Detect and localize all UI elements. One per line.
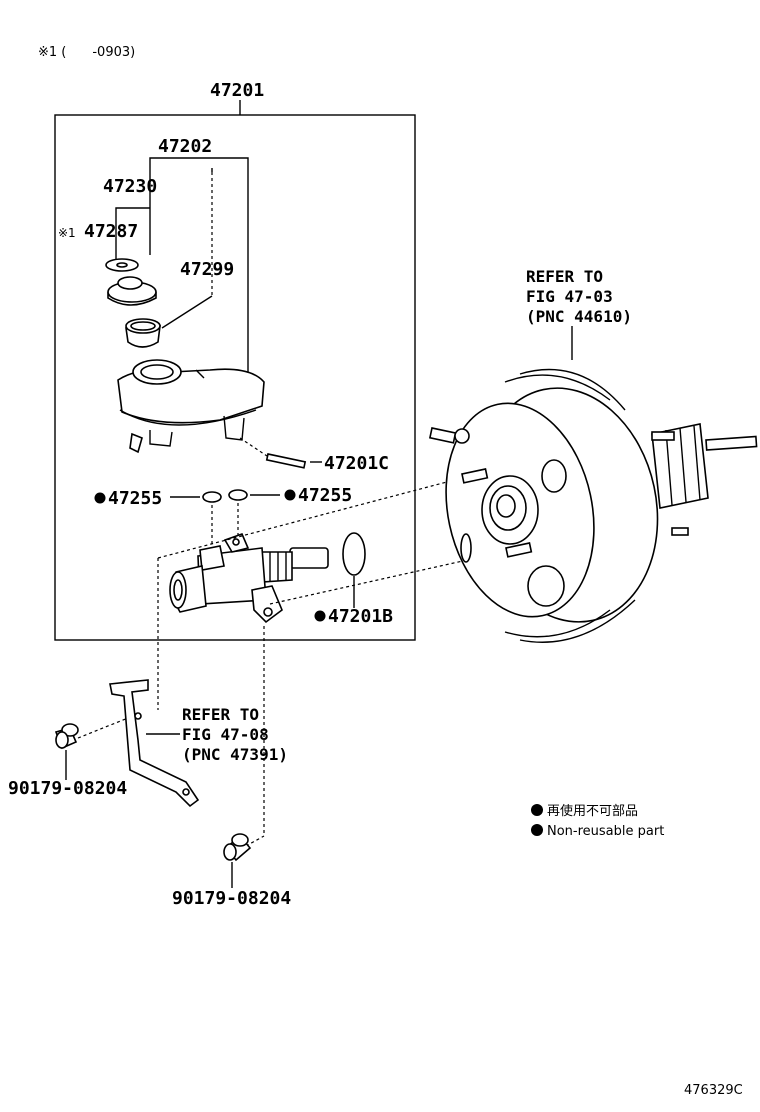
part-47202-label[interactable]: 47202	[158, 136, 212, 157]
legend-dot-jp	[531, 804, 543, 816]
part-47255-left-label[interactable]: 47255	[108, 488, 162, 509]
part-47230-label[interactable]: 47230	[103, 176, 157, 197]
part-47287-label[interactable]: 47287	[84, 221, 138, 242]
non-reusable-marker	[314, 610, 326, 622]
non-reusable-marker	[284, 489, 296, 501]
brake-booster-part[interactable]	[427, 368, 758, 643]
part-90179-bottom-label[interactable]: 90179-08204	[172, 888, 291, 909]
pin-part[interactable]	[265, 453, 307, 469]
bracket-ref-line1[interactable]: REFER TO	[182, 705, 259, 724]
oring-part[interactable]	[342, 532, 366, 576]
booster-ref-line1[interactable]: REFER TO	[526, 267, 603, 286]
reservoir-cap-part[interactable]	[107, 276, 157, 306]
master-cylinder-part[interactable]	[169, 532, 329, 624]
bracket-part[interactable]	[109, 679, 200, 808]
cap-plate-mark: ※1	[58, 226, 76, 240]
part-47255-right-label[interactable]: 47255	[298, 485, 352, 506]
legend-jp: 再使用不可部品	[547, 803, 638, 819]
booster-ref-line3[interactable]: (PNC 44610)	[526, 307, 632, 326]
grommet-left-part[interactable]	[202, 491, 222, 503]
header-note: ※1 ( -0903)	[38, 45, 135, 60]
bracket-ref-line2[interactable]: FIG 47-08	[182, 725, 269, 744]
non-reusable-marker	[94, 492, 106, 504]
part-90179-left-label[interactable]: 90179-08204	[8, 778, 127, 799]
legend-en: Non-reusable part	[547, 824, 664, 839]
grommet-right-part[interactable]	[228, 489, 248, 501]
part-47299-label[interactable]: 47299	[180, 259, 234, 280]
part-47201B-label[interactable]: 47201B	[328, 606, 393, 627]
part-47201-label[interactable]: 47201	[210, 80, 264, 101]
nut-bottom-part[interactable]	[223, 833, 252, 862]
nut-left-part[interactable]	[54, 723, 79, 750]
strainer-part[interactable]	[125, 318, 161, 348]
legend-dot-en	[531, 824, 543, 836]
part-47201C-label[interactable]: 47201C	[324, 453, 389, 474]
figure-id: 476329C	[684, 1083, 743, 1098]
reservoir-tank-part[interactable]	[117, 359, 265, 454]
cap-plate-part[interactable]	[105, 258, 139, 272]
booster-ref-line2[interactable]: FIG 47-03	[526, 287, 613, 306]
assembly-box	[54, 114, 416, 641]
bracket-ref-line3[interactable]: (PNC 47391)	[182, 745, 288, 764]
